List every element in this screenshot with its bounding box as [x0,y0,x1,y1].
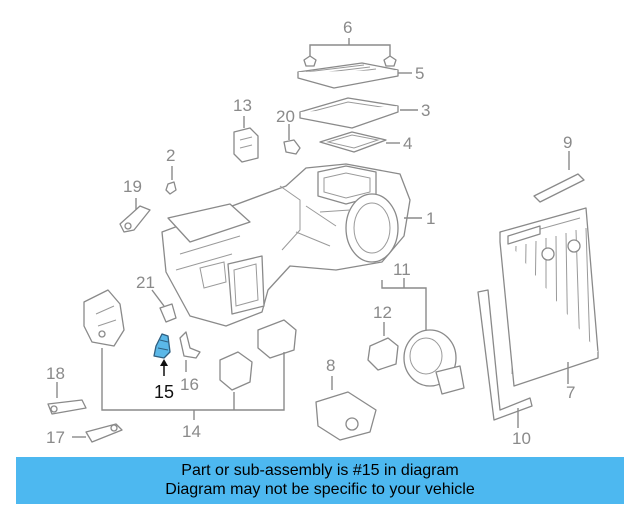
part-6-clips [303,38,397,67]
banner-line-1: Part or sub-assembly is #15 in diagram [181,462,459,479]
callout-18: 18 [46,364,65,383]
callout-21: 21 [136,273,155,292]
callout-1: 1 [426,209,435,228]
part-19-lever [119,198,151,233]
part-actuator-left [83,289,125,347]
callout-6: 6 [343,18,352,37]
callout-14: 14 [182,422,201,441]
callout-3: 3 [421,101,430,120]
callout-10: 10 [512,429,531,448]
part-3-frame [299,97,418,129]
part-12-resistor [367,322,399,371]
parts-diagram: 6 5 3 4 20 13 2 [46,18,599,448]
callout-2: 2 [166,146,175,165]
callout-13: 13 [233,96,252,115]
callout-14-bracket [101,348,285,420]
callout-12: 12 [373,303,392,322]
part-15-valve-highlighted [153,333,171,376]
callout-8: 8 [326,356,335,375]
callout-11: 11 [393,260,411,279]
part-2-clip [165,166,177,195]
part-10-seal [477,289,533,428]
part-18-link [47,382,87,415]
callout-7: 7 [566,383,575,402]
part-actuator-right [257,319,297,359]
info-banner: Part or sub-assembly is #15 in diagram D… [16,457,624,504]
part-11-blower-motor [381,278,465,395]
part-8-actuator [315,376,377,441]
callout-15: 15 [154,382,174,402]
part-actuator-center [219,351,253,391]
part-17-link [72,423,123,443]
callout-19: 19 [123,177,142,196]
part-1-housing [161,163,422,327]
callout-16: 16 [180,375,199,394]
part-20-sensor [283,124,301,155]
part-21-lever [151,289,177,323]
part-7-heater-core [499,207,599,387]
part-5-filter [297,62,412,89]
callout-20: 20 [276,107,295,126]
callout-5: 5 [415,64,424,83]
callout-4: 4 [403,134,412,153]
callout-9: 9 [563,133,572,152]
banner-line-2: Diagram may not be specific to your vehi… [165,481,475,498]
callout-17: 17 [46,428,65,447]
part-9-strip [533,151,585,203]
part-16-valve [179,331,201,372]
part-13-bracket [233,116,259,163]
part-4-gasket [319,131,400,153]
